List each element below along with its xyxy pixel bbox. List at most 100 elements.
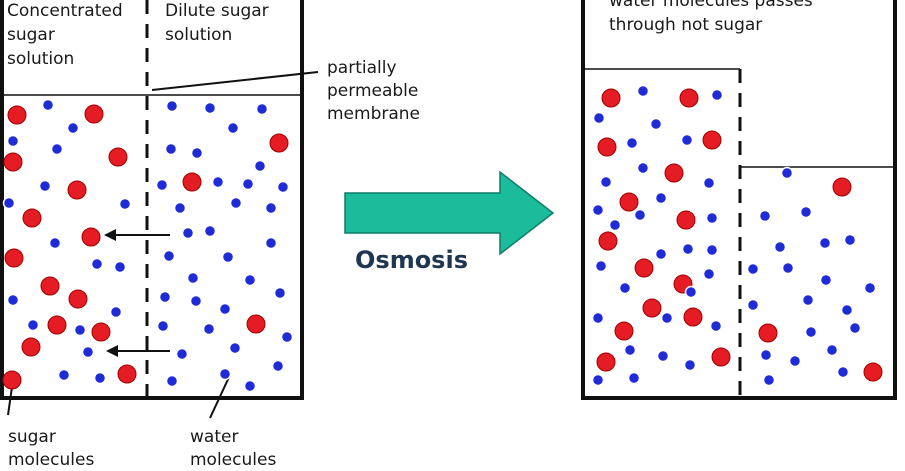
water-molecule: [228, 341, 242, 355]
left-container: [0, 0, 304, 400]
water-molecule: [758, 209, 772, 223]
water-molecule: [702, 176, 716, 190]
water-line-2: molecules: [190, 450, 276, 470]
left-container-walls: [0, 0, 304, 400]
water-molecule: [591, 311, 605, 325]
water-molecule: [746, 298, 760, 312]
water-molecule: [649, 117, 663, 131]
concentrated-line-2: sugar: [7, 25, 55, 45]
water-molecule: [221, 250, 235, 264]
water-molecule: [702, 267, 716, 281]
sugar-molecule: [758, 323, 778, 343]
sugar-molecule: [22, 208, 42, 228]
water-molecule: [156, 319, 170, 333]
water-molecule: [681, 242, 695, 256]
water-molecule: [781, 261, 795, 275]
sugar-molecule: [634, 258, 654, 278]
concentrated-line-1: Concentrated: [7, 1, 123, 21]
sugar-molecule: [81, 227, 101, 247]
water-molecule: [746, 262, 760, 276]
water-molecule: [762, 373, 776, 387]
water-molecule: [118, 197, 132, 211]
water-molecule: [276, 180, 290, 194]
water-molecule: [226, 121, 240, 135]
flow-arrow-lower: [106, 345, 170, 357]
water-molecule: [705, 243, 719, 257]
sugar-molecule: [21, 337, 41, 357]
osmosis-label: Osmosis: [355, 246, 468, 274]
flow-arrow-upper: [104, 229, 170, 241]
water-molecule: [801, 293, 815, 307]
water-molecule: [109, 305, 123, 319]
right-note-label: water molecules passes through not sugar: [609, 0, 818, 35]
sugar-molecule: [596, 352, 616, 372]
sugar-molecule: [664, 163, 684, 183]
water-molecule: [773, 240, 787, 254]
water-molecule: [799, 205, 813, 219]
sugar-molecule: [832, 177, 852, 197]
right-note-line-2: through not sugar: [609, 15, 762, 35]
water-molecule: [2, 196, 16, 210]
water-molecule: [203, 224, 217, 238]
water-molecule: [173, 201, 187, 215]
sugar-pointer-line: [7, 386, 13, 416]
water-molecule: [680, 133, 694, 147]
water-molecule: [162, 249, 176, 263]
sugar-molecules-label: sugar molecules: [8, 427, 94, 470]
water-molecule: [218, 367, 232, 381]
sugar-molecule: [642, 298, 662, 318]
water-molecule: [654, 191, 668, 205]
water-molecule: [780, 166, 794, 180]
dilute-label: Dilute sugar solution: [165, 1, 274, 45]
water-molecule: [709, 319, 723, 333]
water-molecule: [627, 371, 641, 385]
water-molecule: [181, 226, 195, 240]
water-molecule: [211, 175, 225, 189]
water-molecule: [26, 318, 40, 332]
water-molecule: [804, 325, 818, 339]
water-molecule: [819, 273, 833, 287]
water-molecule: [165, 374, 179, 388]
sugar-molecule: [40, 276, 60, 296]
water-molecule: [57, 368, 71, 382]
sugar-molecule: [619, 192, 639, 212]
membrane-label: partially permeable membrane: [327, 58, 424, 124]
water-molecule: [50, 142, 64, 156]
water-molecule: [848, 321, 862, 335]
sugar-molecule: [4, 248, 24, 268]
water-molecule: [608, 218, 622, 232]
water-molecule: [273, 286, 287, 300]
molecules-layer: [2, 84, 883, 393]
sugar-molecule: [67, 180, 87, 200]
water-molecule: [189, 294, 203, 308]
water-molecule: [6, 134, 20, 148]
water-molecule: [229, 196, 243, 210]
sugar-molecule: [614, 321, 634, 341]
water-molecule: [683, 358, 697, 372]
sugar-molecule: [246, 314, 266, 334]
water-molecule: [158, 290, 172, 304]
membrane-line-2: permeable: [327, 81, 418, 101]
concentrated-label: Concentrated sugar solution: [7, 1, 128, 69]
water-molecule: [825, 343, 839, 357]
water-molecule: [636, 161, 650, 175]
water-molecule: [90, 257, 104, 271]
water-molecule: [255, 102, 269, 116]
water-molecule: [264, 201, 278, 215]
water-molecule: [636, 84, 650, 98]
concentrated-line-3: solution: [7, 49, 74, 69]
water-molecule: [788, 354, 802, 368]
water-molecule: [93, 371, 107, 385]
sugar-molecule: [3, 152, 23, 172]
water-molecule: [759, 348, 773, 362]
water-molecule: [818, 236, 832, 250]
water-molecule: [73, 323, 87, 337]
sugar-molecule: [269, 133, 289, 153]
water-molecule: [66, 121, 80, 135]
water-molecule: [243, 379, 257, 393]
sugar-molecule: [597, 137, 617, 157]
water-molecule: [594, 259, 608, 273]
water-molecule: [625, 136, 639, 150]
water-molecule: [186, 271, 200, 285]
